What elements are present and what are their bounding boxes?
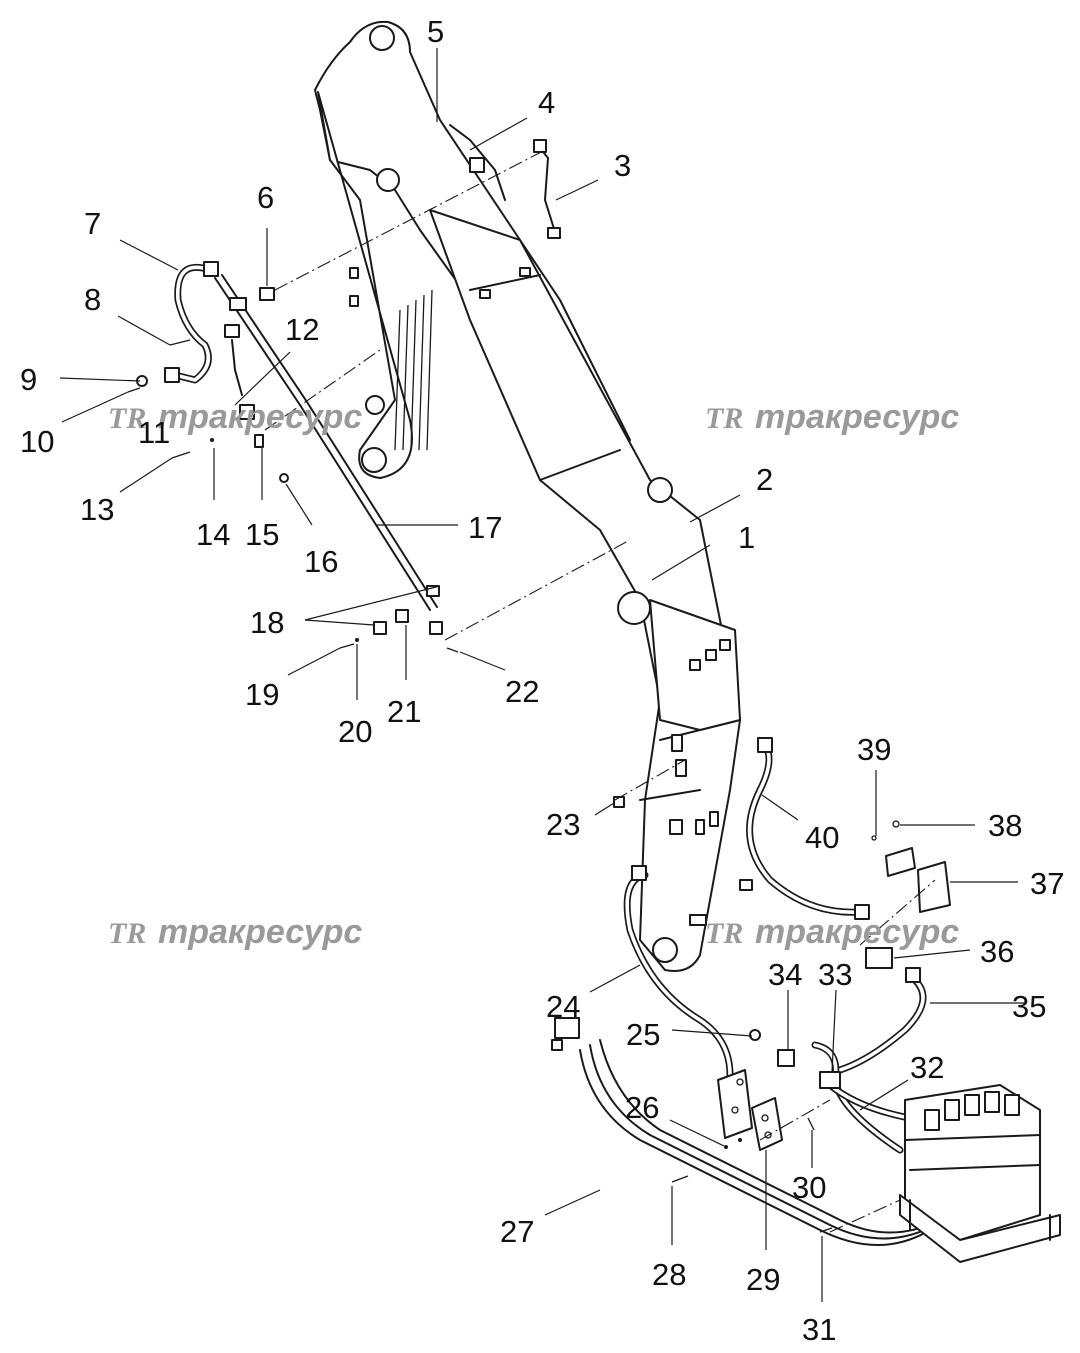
callout-12: 12 <box>285 312 319 347</box>
callout-24: 24 <box>546 989 580 1024</box>
callout-40: 40 <box>805 820 839 855</box>
callout-5: 5 <box>427 14 444 49</box>
boom-holes <box>349 267 753 926</box>
callout-18: 18 <box>250 605 284 640</box>
callout-33: 33 <box>818 957 852 992</box>
control-valve <box>899 1084 1061 1263</box>
callout-35: 35 <box>1012 989 1046 1024</box>
callout-34: 34 <box>768 957 802 992</box>
callout-3: 3 <box>614 148 631 183</box>
callout-21: 21 <box>387 694 421 729</box>
watermark-text: тракресурс <box>158 398 362 436</box>
callout-25: 25 <box>626 1017 660 1052</box>
callout-27: 27 <box>500 1214 534 1249</box>
watermark-top-left: TR тракресурс <box>108 398 362 436</box>
center-lines <box>264 149 936 1233</box>
watermark-top-right: TR тракресурс <box>705 398 959 436</box>
watermark-logo: TR <box>705 402 743 435</box>
callout-11: 11 <box>138 415 170 450</box>
callout-36: 36 <box>980 934 1014 969</box>
callout-20: 20 <box>338 714 372 749</box>
callout-numbers: 1 2 3 4 5 6 7 8 9 10 11 12 13 14 15 16 1… <box>20 14 1064 1347</box>
watermark-text: тракресурс <box>755 913 959 951</box>
watermark-logo: TR <box>108 917 146 950</box>
callout-32: 32 <box>910 1050 944 1085</box>
callout-1: 1 <box>738 520 755 555</box>
callout-17: 17 <box>468 510 502 545</box>
callout-2: 2 <box>756 462 773 497</box>
callout-29: 29 <box>746 1262 780 1297</box>
callout-7: 7 <box>84 206 101 241</box>
callout-13: 13 <box>80 492 114 527</box>
callout-28: 28 <box>652 1257 686 1292</box>
callout-15: 15 <box>245 517 279 552</box>
leader-lines <box>59 48 1025 1302</box>
callout-39: 39 <box>857 732 891 767</box>
callout-16: 16 <box>304 544 338 579</box>
callout-10: 10 <box>20 424 54 459</box>
watermark-logo: TR <box>108 402 146 435</box>
watermark-logo: TR <box>705 917 743 950</box>
callout-19: 19 <box>245 677 279 712</box>
callout-38: 38 <box>988 808 1022 843</box>
callout-22: 22 <box>505 674 539 709</box>
callout-37: 37 <box>1030 866 1064 901</box>
callout-30: 30 <box>792 1170 826 1205</box>
callout-23: 23 <box>546 807 580 842</box>
callout-9: 9 <box>20 362 37 397</box>
watermark-text: тракресурс <box>158 913 362 951</box>
small-parts <box>127 124 951 1233</box>
watermark-bottom-left: TR тракресурс <box>108 913 362 951</box>
watermark-text: тракресурс <box>755 398 959 436</box>
callout-6: 6 <box>257 180 274 215</box>
callout-8: 8 <box>84 282 101 317</box>
callout-31: 31 <box>802 1312 836 1347</box>
watermark-bottom-right: TR тракресурс <box>705 913 959 951</box>
callout-14: 14 <box>196 517 230 552</box>
boom-structure <box>314 20 753 972</box>
callout-26: 26 <box>625 1090 659 1125</box>
callout-4: 4 <box>538 85 555 120</box>
